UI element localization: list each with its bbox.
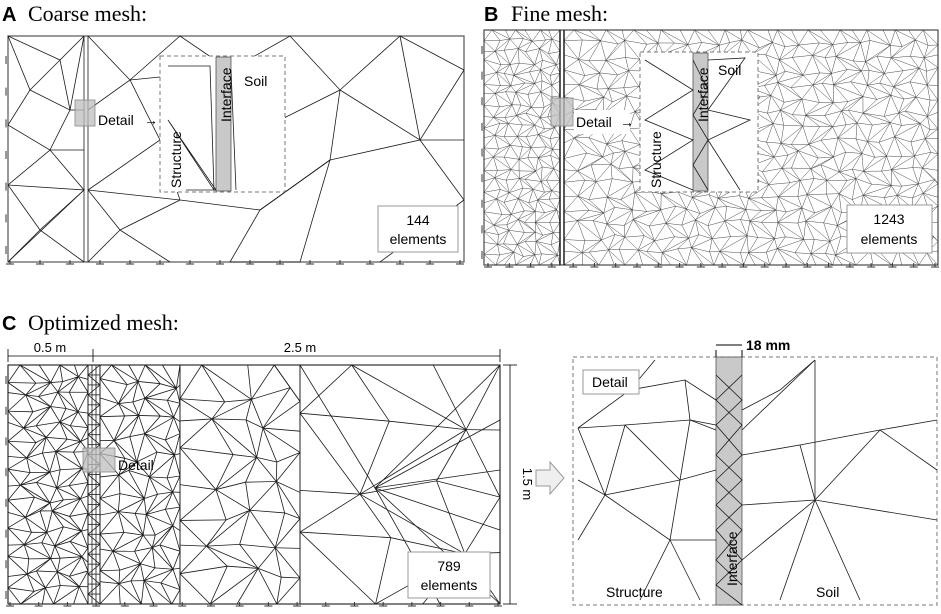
panel-c-detail-label: Detail (118, 457, 154, 473)
panel-c-count-box (407, 551, 491, 599)
panel-a-inset-soil-label: Soil (244, 73, 267, 89)
panel-a: A Coarse mesh: (2, 1, 465, 265)
panel-b-inset-interface-label: Interface (695, 67, 711, 122)
panel-a-detail-arrow: → (144, 112, 158, 128)
panel-c: C Optimized mesh: 0.5 m 2.5 m 1.5 m Deta… (2, 310, 565, 607)
panel-b-title: Fine mesh: (511, 1, 608, 26)
panel-a-supports (5, 56, 464, 265)
panel-b-letter: B (484, 4, 498, 26)
detail-view-mesh (577, 359, 938, 606)
detail-arrow-icon (535, 460, 565, 496)
panel-b-inset: Interface Soil Structure (639, 51, 759, 193)
panel-a-inset-structure-label: Structure (168, 131, 184, 188)
panel-c-title: Optimized mesh: (28, 310, 179, 335)
detail-view-frame (572, 356, 938, 606)
panel-b-detail-label: Detail (576, 114, 612, 130)
panel-c-count-unit: elements (421, 577, 478, 593)
panel-c-detail-patch (82, 447, 116, 473)
panel-c-count: 789 (437, 558, 461, 574)
panel-b-inset-structure-label: Structure (648, 131, 664, 188)
detail-view: 18 mm Detail Interface Structure Soil (572, 337, 938, 606)
panel-c-supports (5, 376, 502, 607)
panel-a-count-box (377, 205, 459, 253)
panel-b-count-box (846, 204, 933, 254)
panel-b-detail-patch (550, 97, 574, 127)
detail-view-label: Detail (592, 374, 628, 390)
detail-thickness-label: 18 mm (746, 337, 790, 353)
detail-view-label-box (582, 369, 640, 395)
detail-structure-label: Structure (606, 584, 663, 600)
detail-soil-label: Soil (816, 584, 839, 600)
panel-b-count: 1243 (873, 211, 904, 227)
panel-a-letter: A (2, 4, 16, 26)
panel-a-title: Coarse mesh: (28, 1, 147, 26)
panel-c-dim-right: 2.5 m (284, 340, 317, 355)
panel-b-supports (481, 46, 939, 268)
panel-c-dim-height: 1.5 m (520, 468, 535, 501)
panel-a-inset-interface-label: Interface (218, 67, 234, 122)
panel-b-count-unit: elements (861, 231, 918, 247)
panel-b: B Fine mesh: Detail → Interface Soil Str… (481, 1, 939, 268)
panel-a-count: 144 (406, 212, 430, 228)
panel-c-dimensions: 0.5 m 2.5 m 1.5 m (7, 340, 535, 605)
panel-a-detail-patch (74, 99, 96, 127)
panel-c-dim-left: 0.5 m (34, 340, 67, 355)
panel-a-detail-label: Detail (98, 112, 134, 128)
panel-b-inset-soil-label: Soil (718, 62, 741, 78)
panel-a-count-unit: elements (390, 231, 447, 247)
panel-b-detail-arrow: → (620, 114, 634, 130)
panel-a-inset-interface (215, 56, 232, 192)
panel-c-letter: C (2, 313, 16, 335)
panel-b-inset-interface (692, 52, 709, 192)
panel-a-inset: Interface Soil Structure (159, 55, 286, 193)
detail-interface-label: Interface (724, 531, 740, 586)
